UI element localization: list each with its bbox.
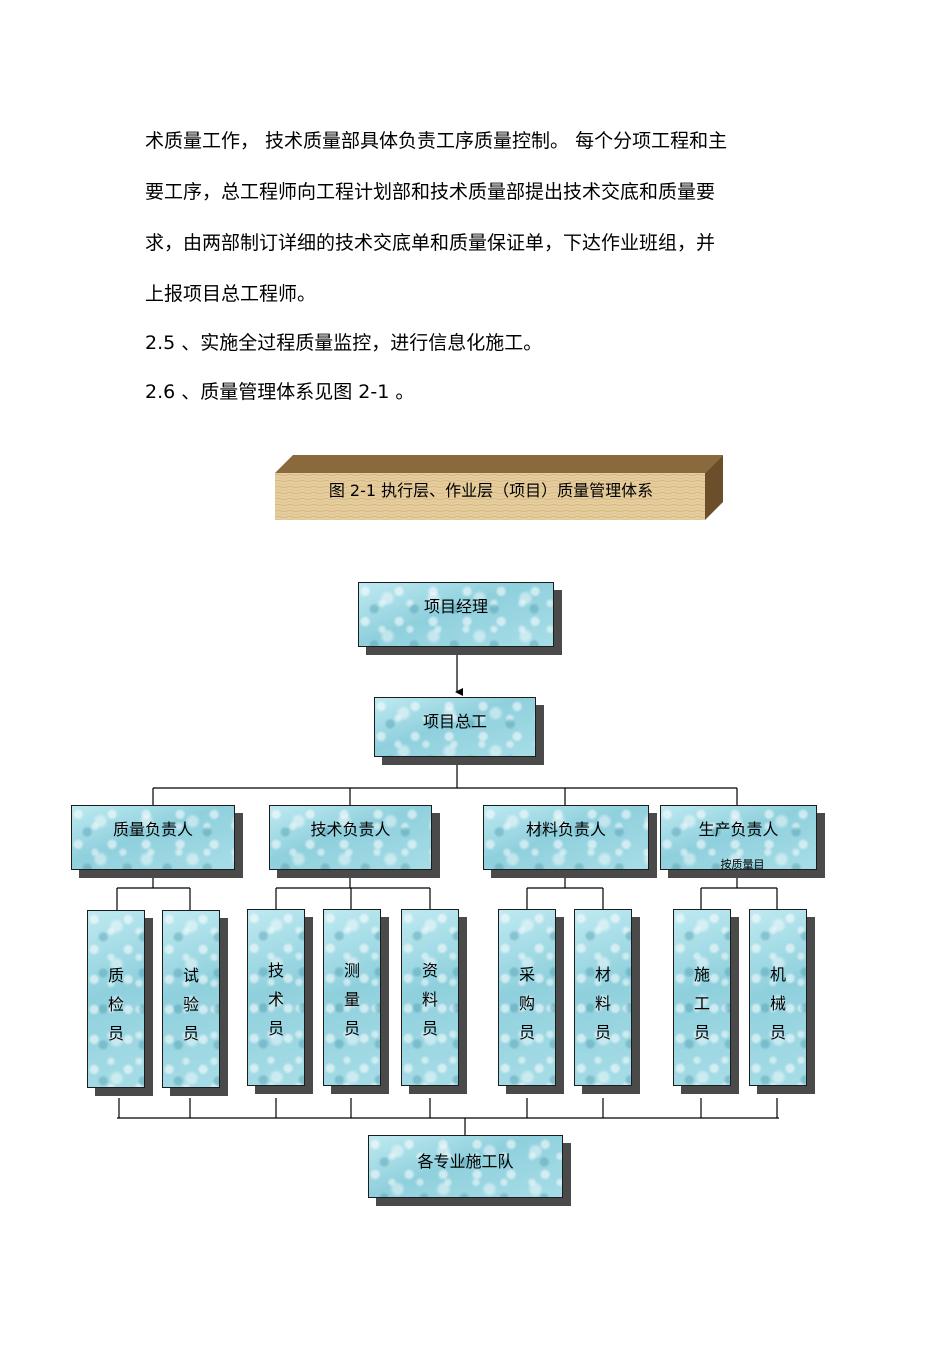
purchaser-box: 采购员 (498, 909, 556, 1086)
document-clerk-label: 资料员 (421, 961, 438, 1038)
chief-engineer-box: 项目总工 (374, 697, 536, 757)
paragraph-line-6: 2.6 、质量管理体系见图 2-1 。 (145, 381, 415, 403)
machinery-clerk-box: 机械员 (749, 909, 807, 1086)
paragraph-line-3: 求，由两部制订详细的技术交底单和质量保证单，下达作业班组，并 (145, 232, 716, 254)
paragraph-line-5: 2.5 、实施全过程质量监控，进行信息化施工。 (145, 332, 543, 354)
quality-lead-label: 质量负责人 (112, 820, 193, 839)
production-lead-box: 生产负责人 按质量目 (660, 805, 817, 871)
figure-title-banner: 图 2-1 执行层、作业层（项目）质量管理体系 (275, 455, 725, 520)
construction-teams-box: 各专业施工队 (368, 1135, 563, 1198)
technician-box: 技术员 (247, 909, 305, 1086)
project-manager-label: 项目经理 (423, 597, 488, 616)
construction-teams-label: 各专业施工队 (417, 1152, 514, 1171)
inspector-label: 质检员 (107, 966, 124, 1043)
material-lead-box: 材料负责人 (483, 805, 649, 870)
material-clerk-label: 材料员 (594, 965, 611, 1042)
figure-title: 图 2-1 执行层、作业层（项目）质量管理体系 (328, 481, 654, 500)
tech-lead-box: 技术负责人 (269, 805, 432, 870)
project-manager-box: 项目经理 (358, 582, 554, 647)
construction-clerk-label: 施工员 (693, 965, 710, 1042)
org-chart-connectors (116, 647, 779, 1135)
purchaser-label: 采购员 (518, 965, 535, 1042)
machinery-clerk-label: 机械员 (769, 965, 786, 1042)
material-lead-label: 材料负责人 (525, 820, 606, 839)
banner-3d-shape (275, 455, 723, 520)
tester-label: 试验员 (182, 966, 199, 1043)
inspector-box: 质检员 (87, 910, 145, 1088)
paragraph-line-2: 要工序，总工程师向工程计划部和技术质量部提出技术交底和质量要 (145, 181, 716, 203)
tester-box: 试验员 (162, 910, 220, 1088)
chief-engineer-label: 项目总工 (422, 712, 487, 731)
material-clerk-box: 材料员 (574, 909, 632, 1086)
quality-lead-box: 质量负责人 (71, 805, 235, 870)
document-clerk-box: 资料员 (401, 909, 459, 1086)
construction-clerk-box: 施工员 (673, 909, 731, 1086)
paragraph-line-4: 上报项目总工程师。 (145, 283, 317, 305)
surveyor-box: 测量员 (323, 909, 381, 1086)
production-lead-label: 生产负责人 (698, 820, 779, 839)
tech-lead-label: 技术负责人 (310, 820, 391, 839)
surveyor-label: 测量员 (343, 961, 360, 1038)
technician-label: 技术员 (267, 961, 284, 1038)
paragraph-line-1: 术质量工作， 技术质量部具体负责工序质量控制。 每个分项工程和主 (145, 130, 728, 152)
production-lead-note: 按质量目 (720, 858, 765, 871)
